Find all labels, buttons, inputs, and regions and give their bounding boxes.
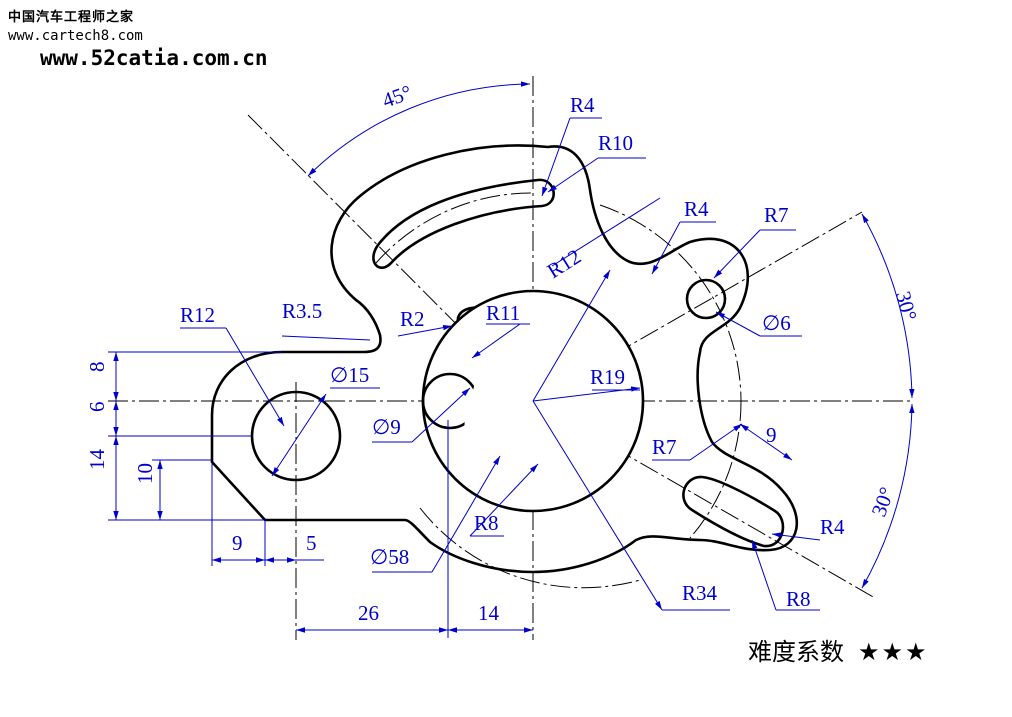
dim-r11: R11 bbox=[486, 301, 520, 325]
dim-14-vertical: 14 bbox=[85, 449, 109, 471]
dim-r4-slot: R4 bbox=[820, 515, 845, 539]
dim-r4-top: R4 bbox=[570, 93, 595, 117]
dimension-labels: 45° R4 R10 R12 R4 R7 30° ∅6 R12 R3.5 R2 … bbox=[85, 80, 922, 625]
dim-r7-top: R7 bbox=[764, 203, 789, 227]
watermark-url-1: www.cartech8.com bbox=[8, 28, 143, 44]
dim-r3-5: R3.5 bbox=[282, 299, 322, 323]
dim-45-angle: 45° bbox=[379, 80, 415, 113]
dim-10: 10 bbox=[133, 463, 157, 484]
dim-d9: ∅9 bbox=[372, 415, 401, 439]
watermark-url-2: www.52catia.com.cn bbox=[40, 46, 268, 70]
dim-r2: R2 bbox=[400, 307, 425, 331]
difficulty-stars: ★★★ bbox=[858, 638, 929, 666]
dimension-lines bbox=[108, 81, 915, 638]
difficulty-label: 难度系数 bbox=[748, 638, 844, 666]
watermark-cn: 中国汽车工程师之家 bbox=[8, 10, 135, 25]
dim-d6: ∅6 bbox=[762, 311, 791, 335]
dim-30-angle-top: 30° bbox=[891, 289, 922, 324]
dim-r12-left: R12 bbox=[180, 303, 215, 327]
dim-d58: ∅58 bbox=[370, 545, 409, 569]
dim-r34: R34 bbox=[682, 581, 718, 605]
dim-9-width: 9 bbox=[232, 531, 243, 555]
dim-5-width: 5 bbox=[306, 531, 317, 555]
dim-d15: ∅15 bbox=[330, 363, 369, 387]
dim-6: 6 bbox=[85, 402, 109, 413]
dim-r19: R19 bbox=[590, 365, 625, 389]
dim-r8-left: R8 bbox=[474, 511, 499, 535]
hole-d6 bbox=[685, 278, 727, 320]
hole-d15 bbox=[250, 390, 342, 482]
dim-8: 8 bbox=[85, 362, 109, 373]
dim-r12-mid: R12 bbox=[543, 244, 585, 283]
dim-r7-low: R7 bbox=[652, 435, 677, 459]
dim-r10: R10 bbox=[598, 131, 633, 155]
crescent bbox=[464, 308, 515, 500]
dim-26: 26 bbox=[358, 601, 379, 625]
difficulty-rating: 难度系数 ★★★ bbox=[748, 632, 929, 667]
boss-r7 bbox=[666, 259, 746, 339]
dim-14-width: 14 bbox=[478, 601, 500, 625]
dim-9-slot: 9 bbox=[766, 423, 777, 447]
dim-r8-right: R8 bbox=[786, 587, 811, 611]
dim-r4-right: R4 bbox=[684, 197, 709, 221]
